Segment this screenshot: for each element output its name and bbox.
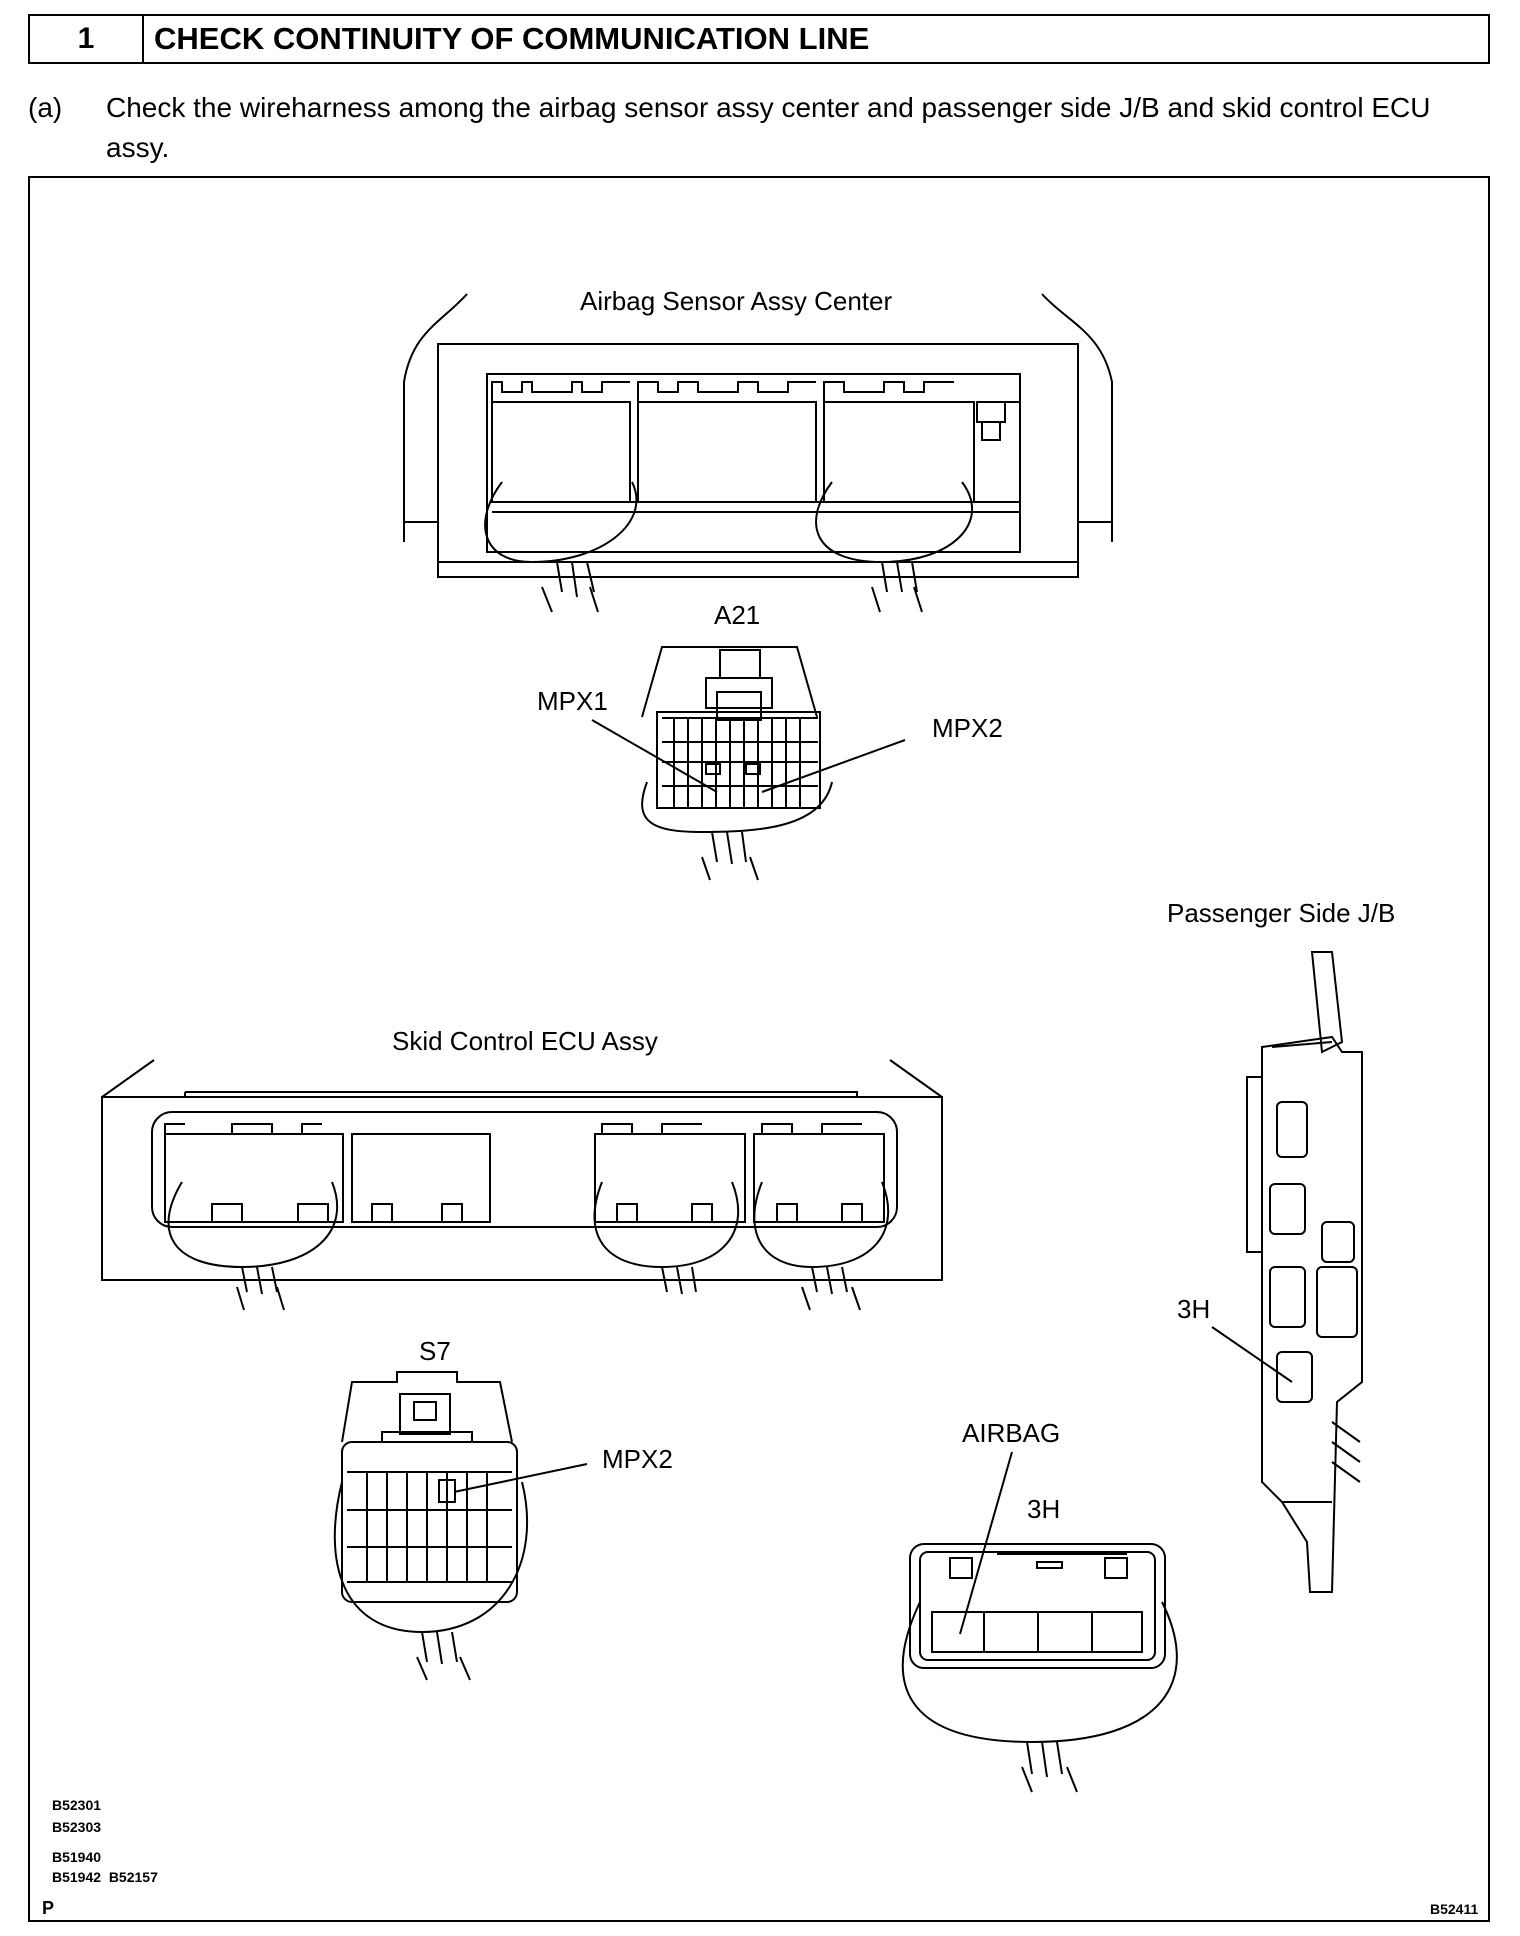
step-title: CHECK CONTINUITY OF COMMUNICATION LINE xyxy=(154,21,870,56)
skid-control-ecu-unit xyxy=(101,1059,943,1311)
label-passenger-jb: Passenger Side J/B xyxy=(1167,898,1395,928)
figure-code-2: B52303 xyxy=(52,1819,101,1835)
step-header: 1 CHECK CONTINUITY OF COMMUNICATION LINE xyxy=(28,14,1490,64)
label-mpx2-a21: MPX2 xyxy=(932,713,1003,743)
label-mpx2-s7: MPX2 xyxy=(602,1444,673,1474)
instruction-label: (a) xyxy=(28,92,63,123)
label-s7: S7 xyxy=(419,1336,451,1366)
airbag-3h-connector xyxy=(901,1451,1178,1793)
s7-connector xyxy=(333,1371,588,1681)
instruction-text: Check the wireharness among the airbag s… xyxy=(106,92,1431,163)
step-number: 1 xyxy=(30,16,144,62)
diagram-canvas: Airbag Sensor Assy Center A21 MPX1 MPX2 … xyxy=(42,286,1478,1918)
figure-code-1: B52301 xyxy=(52,1797,101,1813)
airbag-sensor-unit xyxy=(403,293,1113,613)
connector-figure: Airbag Sensor Assy Center A21 MPX1 MPX2 … xyxy=(28,176,1490,1922)
label-mpx1-a21: MPX1 xyxy=(537,686,608,716)
figure-code-3: B51940 xyxy=(52,1849,101,1865)
passenger-jb-unit xyxy=(1211,951,1363,1593)
label-airbag-conn: AIRBAG xyxy=(962,1418,1060,1448)
corner-mark-left: P xyxy=(42,1898,54,1918)
label-conn-3h: 3H xyxy=(1027,1494,1060,1524)
label-a21: A21 xyxy=(714,600,760,630)
label-jb-3h: 3H xyxy=(1177,1294,1210,1324)
a21-connector xyxy=(591,646,906,881)
label-airbag-sensor: Airbag Sensor Assy Center xyxy=(580,286,892,316)
figure-code-4: B51942 B52157 xyxy=(52,1869,158,1885)
label-skid-ecu: Skid Control ECU Assy xyxy=(392,1026,658,1056)
corner-mark-right: B52411 xyxy=(1430,1901,1478,1917)
